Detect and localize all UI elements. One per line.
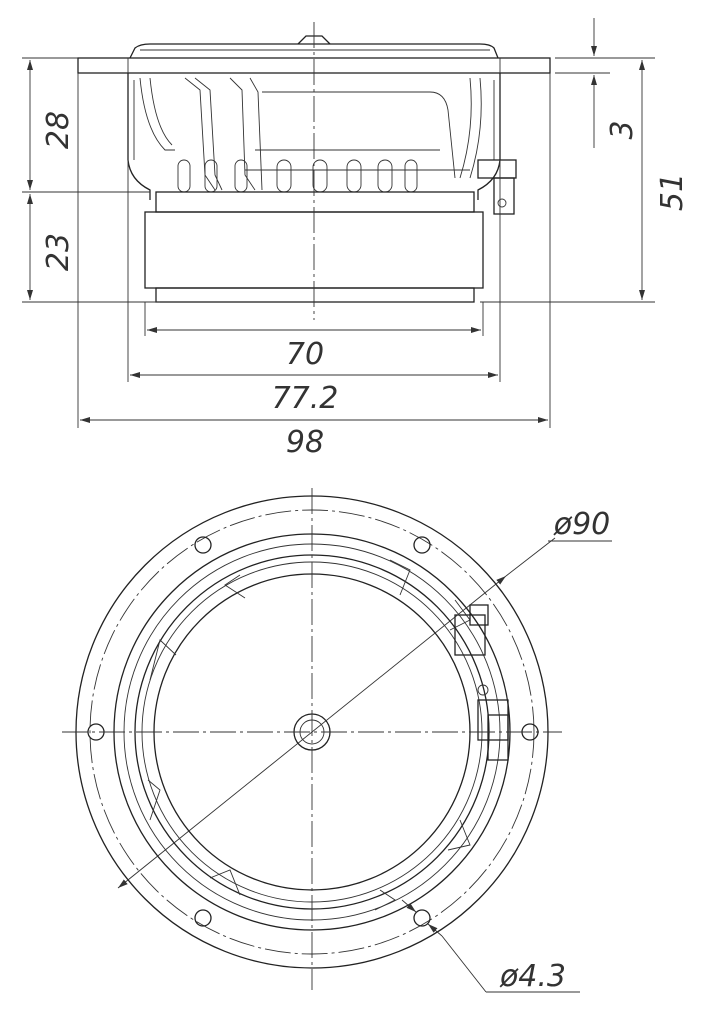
basket-segments [147,559,471,911]
mounting-hole [413,536,431,554]
terminal [477,159,517,215]
dim-label-3: 3 [605,120,640,139]
dim-label-77-2: 77.2 [272,381,339,416]
dim-label-23: 23 [41,233,76,271]
dim-line-d4-3 [441,935,487,993]
basket-outline [127,73,151,200]
dim-label-98: 98 [286,425,324,460]
mounting-hole [194,536,212,554]
mounting-hole [413,909,431,927]
dim-label-d4-3: ø4.3 [499,959,566,994]
dim-label-28: 28 [41,111,76,149]
side-view: 28 23 3 51 70 77.2 98 [22,18,690,460]
dim-label-51: 51 [655,173,690,211]
vent-slots [177,159,418,193]
front-view: ø90 ø4.3 [62,488,612,994]
surround-outline [129,43,499,59]
dim-line-d90 [117,575,507,889]
dim-label-d90: ø90 [553,507,611,542]
mounting-hole [194,909,212,927]
dim-label-70: 70 [286,337,324,372]
